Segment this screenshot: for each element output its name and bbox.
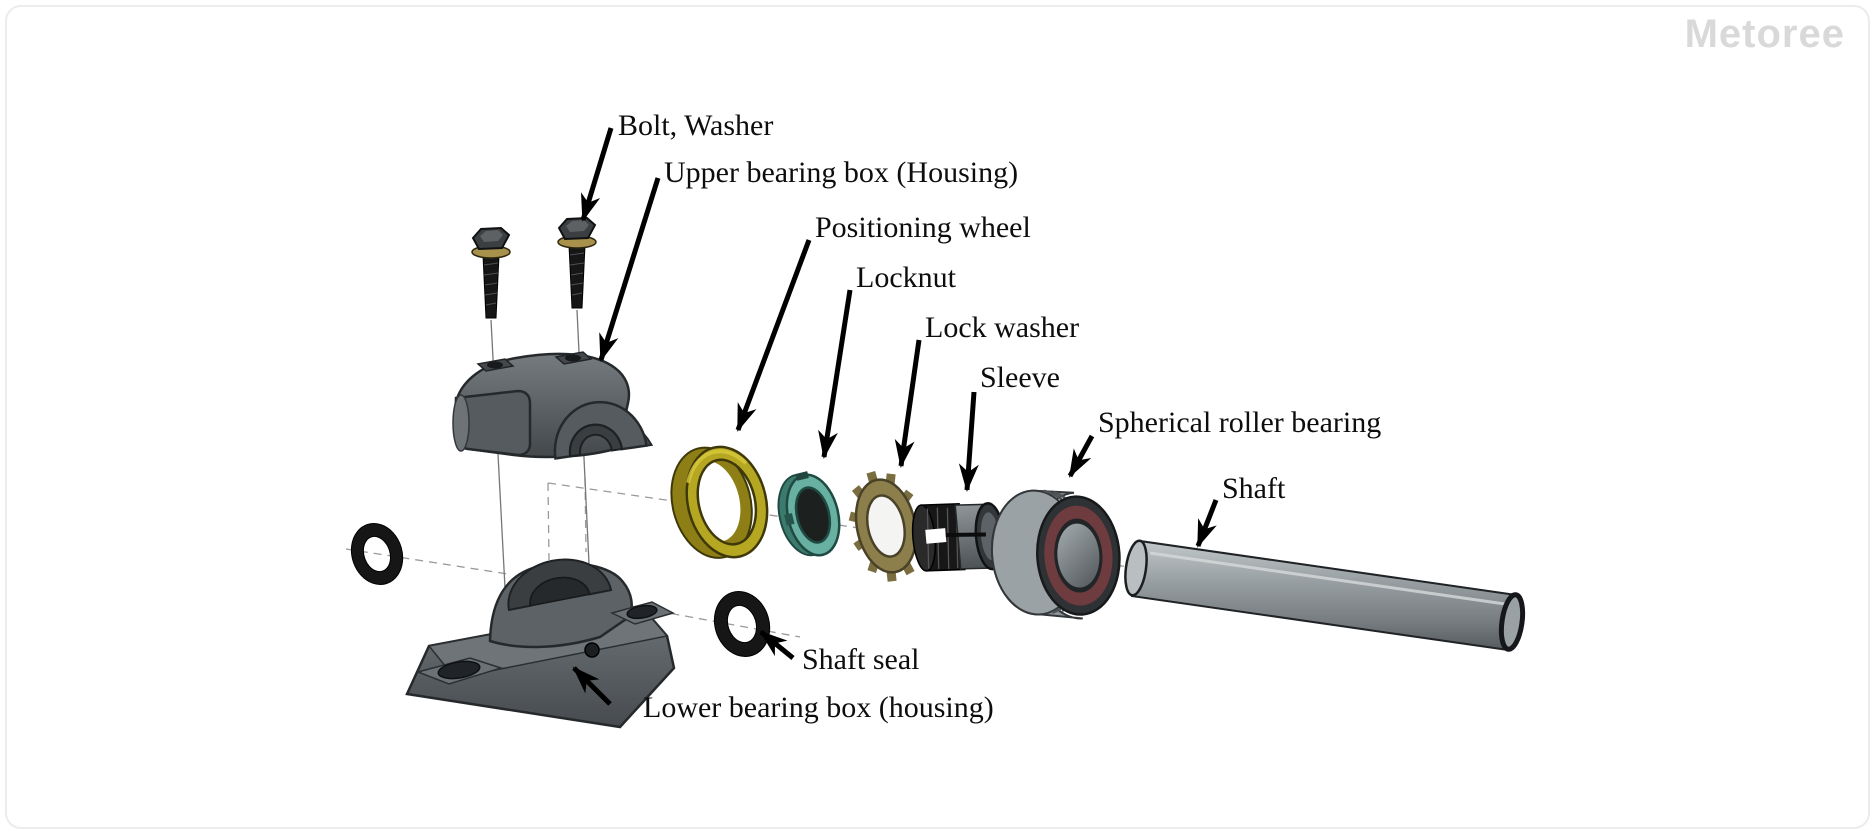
bolt-with-washer-right (557, 216, 597, 309)
label-spherical-roller-bearing: Spherical roller bearing (1098, 406, 1382, 439)
metoree-watermark: Metoree (1684, 12, 1845, 56)
label-positioning-wheel: Positioning wheel (815, 211, 1031, 244)
shaft (1124, 539, 1526, 652)
locknut (777, 471, 841, 557)
locknut-slot (784, 513, 795, 526)
locknut-notch (795, 471, 809, 481)
vertical-guide-1 (547, 482, 550, 561)
sleeve (911, 502, 1006, 572)
shaft-seal-left (350, 523, 404, 585)
leader-shaft (1195, 499, 1219, 548)
spherical-roller-bearing (990, 489, 1121, 620)
leader-lock-washer (894, 339, 922, 468)
bolt-with-washer-left (471, 226, 511, 319)
label-bolt-washer: Bolt, Washer (618, 109, 774, 142)
label-upper-bearing-box: Upper bearing box (Housing) (664, 156, 1019, 189)
label-lock-washer: Lock washer (925, 311, 1080, 344)
leader-positioning-wheel (735, 239, 812, 432)
leader-shaft-seal (759, 630, 795, 660)
leader-upper-bearing-box (598, 177, 661, 362)
lower-bearing-box-housing (405, 558, 676, 729)
leader-spherical-roller-bearing (1067, 434, 1095, 478)
vertical-guide-2 (584, 477, 587, 553)
upper-bearing-box-housing (452, 351, 654, 460)
grease-hole (584, 642, 600, 658)
leader-lower-bearing-box (572, 666, 612, 706)
lock-washer (848, 471, 924, 582)
leader-arrows (572, 127, 1219, 706)
leader-locknut (818, 289, 853, 459)
leader-bolt-washer (580, 127, 614, 222)
label-sleeve: Sleeve (980, 361, 1060, 394)
sleeve-slot (925, 528, 947, 544)
positioning-wheel (670, 445, 769, 559)
label-locknut: Locknut (856, 261, 956, 294)
label-shaft-seal: Shaft seal (802, 643, 920, 676)
label-shaft: Shaft (1222, 472, 1286, 505)
shaft-seal-right (713, 591, 771, 657)
leader-sleeve (958, 391, 979, 492)
label-lower-bearing-box: Lower bearing box (housing) (643, 691, 994, 724)
